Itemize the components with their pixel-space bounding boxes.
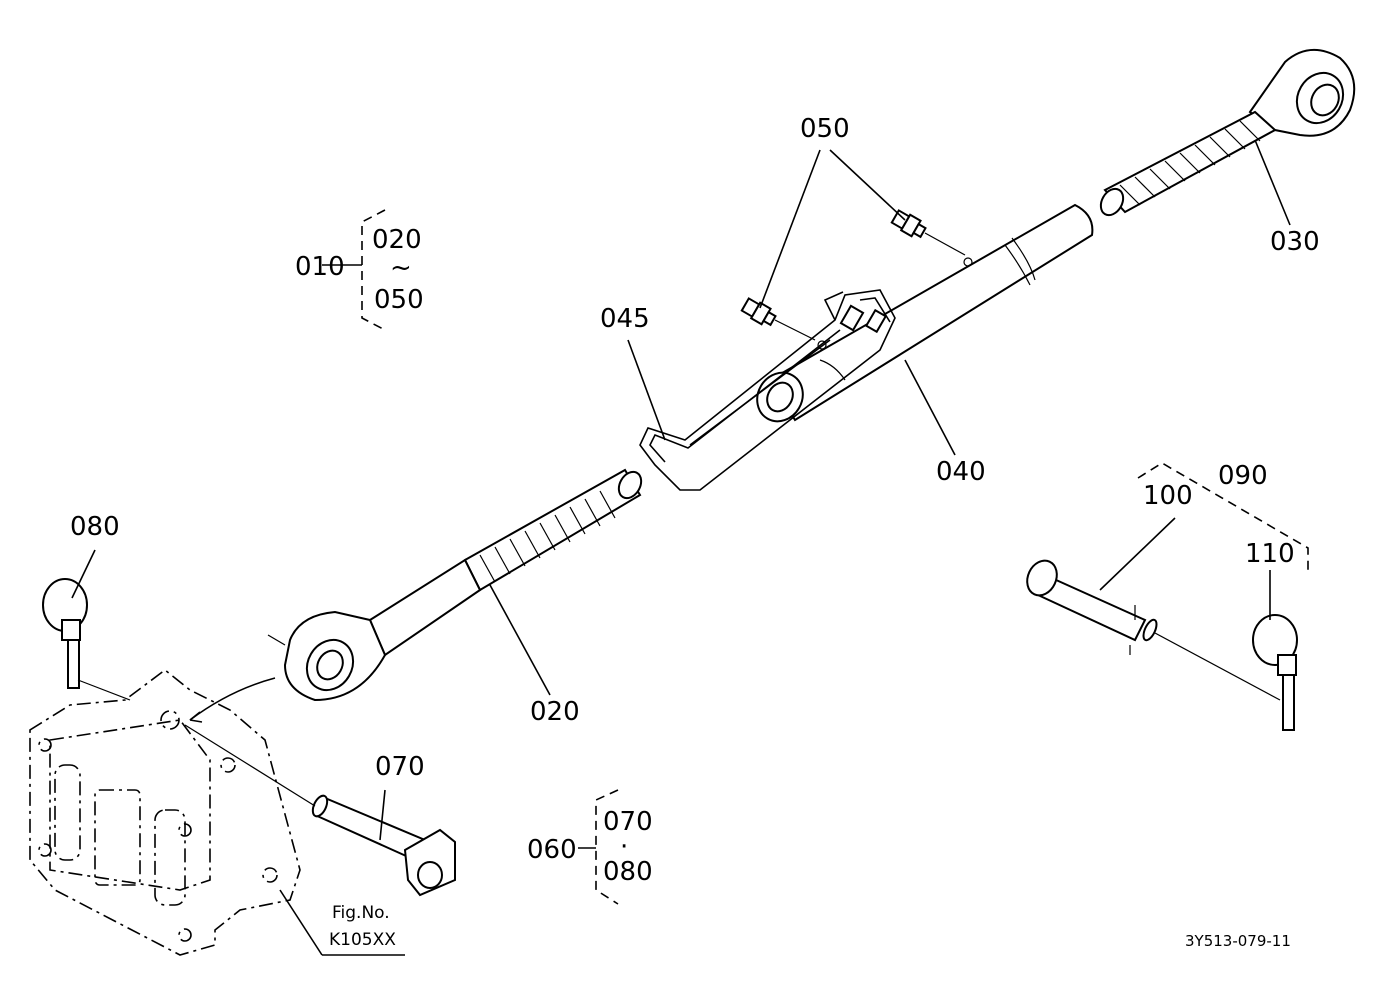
part-070-pin <box>184 724 456 897</box>
callout-group-080: 080 <box>603 857 653 887</box>
callout-020: 020 <box>530 697 580 727</box>
callout-060: 060 <box>527 835 577 865</box>
top-link-assembly <box>267 49 1356 702</box>
part-020-left-eye-end <box>267 468 643 702</box>
callout-070: 070 <box>375 752 425 782</box>
part-080-linch-pin <box>42 578 131 701</box>
callout-group-070: 070 <box>603 807 653 837</box>
callout-group-050: 050 <box>374 285 424 315</box>
callout-090: 090 <box>1218 461 1268 491</box>
part-040-tube <box>756 203 1094 423</box>
callout-010: 010 <box>295 252 345 282</box>
fig-ref-line1: Fig.No. <box>332 903 390 923</box>
callout-group-020: 020 <box>372 225 422 255</box>
drawing-number: 3Y513-079-11 <box>1185 932 1291 950</box>
fig-ref-line2: K105XX <box>329 930 396 950</box>
callout-labels: 010 020 ~ 050 050 030 045 040 020 080 07… <box>70 114 1320 950</box>
part-100-pin <box>1026 559 1281 701</box>
callout-045: 045 <box>600 304 650 334</box>
callout-040: 040 <box>936 457 986 487</box>
part-110-linch-pin <box>1252 614 1298 731</box>
callout-080: 080 <box>70 512 120 542</box>
part-030-right-eye-end <box>1099 49 1356 217</box>
callout-group-dot: · <box>620 832 628 862</box>
callout-030: 030 <box>1270 227 1320 257</box>
part-050-grease-nipples <box>740 209 966 341</box>
callout-100: 100 <box>1143 481 1193 511</box>
part-045-handle <box>639 289 896 491</box>
callout-group-tilde: ~ <box>390 253 412 283</box>
callout-110: 110 <box>1245 539 1295 569</box>
leader-lines <box>71 139 1309 956</box>
callout-050: 050 <box>800 114 850 144</box>
hitch-bracket <box>29 668 301 956</box>
